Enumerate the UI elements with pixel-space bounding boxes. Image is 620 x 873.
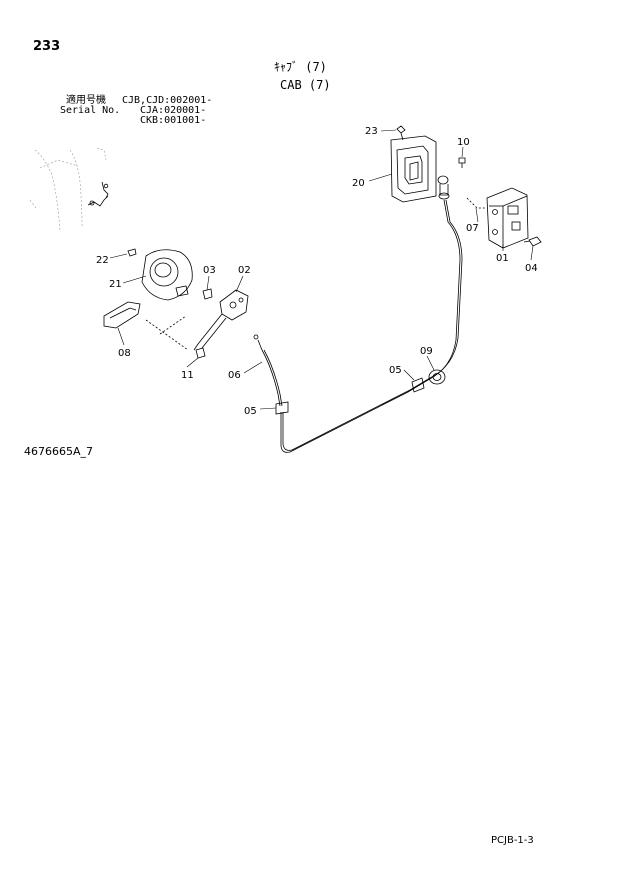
serial-label-jp: 適用号機 (66, 95, 106, 106)
callout-09: 09 (420, 346, 433, 357)
page-code: PCJB-1-3 (491, 835, 534, 846)
clamp-05-left (275, 401, 289, 415)
callout-06: 06 (228, 370, 241, 381)
cab-outline-sketch (29, 147, 107, 233)
grommet-09 (428, 369, 446, 385)
clip-11 (195, 347, 206, 359)
title-japanese: ｷｬﾌﾞ (7) (274, 60, 327, 74)
screw-03 (202, 288, 213, 300)
knob-assembly (437, 175, 450, 200)
serial-entry-1: CJB,CJD:002001- (122, 95, 213, 106)
callout-21: 21 (109, 279, 122, 290)
assembly-guide-lines (145, 315, 189, 351)
callout-08: 08 (118, 348, 131, 359)
cable-06 (253, 199, 463, 453)
serial-entry-3: CKB:001001- (140, 115, 207, 126)
callout-22: 22 (96, 255, 109, 266)
lock-assembly-01 (486, 187, 529, 249)
handle-housing-21 (141, 249, 193, 301)
callout-05-right: 05 (389, 365, 402, 376)
page-number: 233 (33, 39, 61, 54)
title-english: CAB (7) (280, 78, 331, 92)
callout-23: 23 (365, 126, 378, 137)
screw-10 (458, 157, 466, 168)
callout-03: 03 (203, 265, 216, 276)
callout-20: 20 (352, 178, 365, 189)
door-panel-20 (390, 135, 437, 203)
screw-23 (396, 125, 406, 141)
bolt-04 (523, 236, 542, 247)
callout-10: 10 (457, 137, 470, 148)
leader-lines (109, 129, 534, 410)
callout-07: 07 (466, 223, 479, 234)
clip-sketch (87, 181, 109, 207)
serial-label-en: Serial No. (60, 105, 121, 116)
clip-07-line (466, 197, 486, 209)
lever-02 (193, 289, 249, 351)
screw-22 (127, 248, 137, 257)
callout-05-left: 05 (244, 406, 257, 417)
cover-08 (103, 301, 141, 329)
clamp-05-right (411, 377, 425, 393)
callout-04: 04 (525, 263, 538, 274)
callout-11: 11 (181, 370, 194, 381)
serial-entry-2: CJA:020001- (140, 105, 207, 116)
callout-01: 01 (496, 253, 509, 264)
drawing-number: 4676665A_7 (24, 445, 94, 458)
callout-02: 02 (238, 265, 251, 276)
